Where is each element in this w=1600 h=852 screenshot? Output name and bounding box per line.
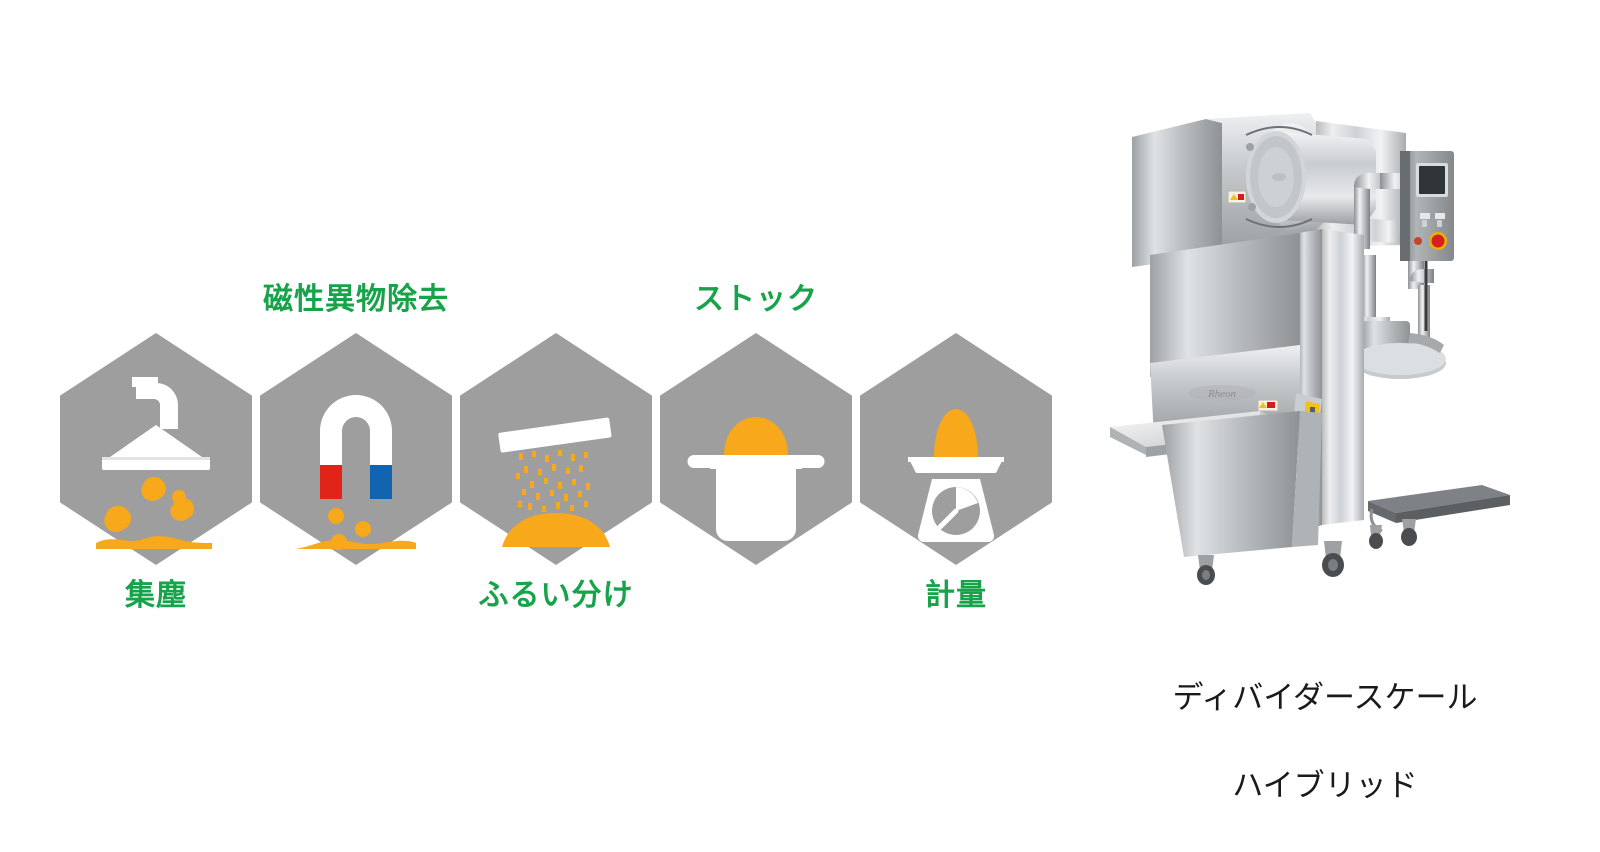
flow-step-label-stock: ストック: [694, 283, 818, 316]
flow-step-magnetic-separation[interactable]: 磁性異物除去: [260, 285, 452, 565]
touchscreen: [1419, 166, 1445, 194]
flow-step-label-dust-collection: 集塵: [125, 579, 187, 612]
product-caption-line-1: ディバイダースケール: [1172, 680, 1478, 717]
product-caption: ディバイダースケール ハイブリッド: [1080, 632, 1570, 852]
flow-step-label-weighing: 計量: [925, 579, 987, 612]
flow-step-stock[interactable]: ストック: [660, 285, 852, 565]
dust-collection-hood-icon: [96, 377, 212, 549]
sieve-icon: [498, 417, 612, 547]
process-flow: 集塵 磁性異物除去: [60, 255, 1090, 615]
emergency-stop-button: [1431, 234, 1445, 248]
product-photo: Rheon: [1110, 95, 1540, 625]
flow-step-label-magnetic-separation: 磁性異物除去: [263, 283, 449, 316]
kitchen-scale-icon: [908, 409, 1004, 543]
svg-text:Rheon: Rheon: [1207, 388, 1237, 400]
flow-step-dust-collection[interactable]: 集塵: [60, 333, 252, 611]
horseshoe-magnet-icon: [296, 395, 416, 550]
stock-pot-icon: [687, 417, 825, 541]
slide-canvas: 集塵 磁性異物除去: [60, 95, 1540, 804]
flow-step-weighing[interactable]: 計量: [860, 333, 1052, 611]
flow-step-label-sifting: ふるい分け: [478, 579, 634, 612]
product-caption-line-2: ハイブリッド: [1232, 768, 1418, 805]
divider-scale-hybrid-machine-illustration: Rheon: [1110, 113, 1510, 585]
flow-step-sifting[interactable]: ふるい分け: [460, 333, 652, 611]
